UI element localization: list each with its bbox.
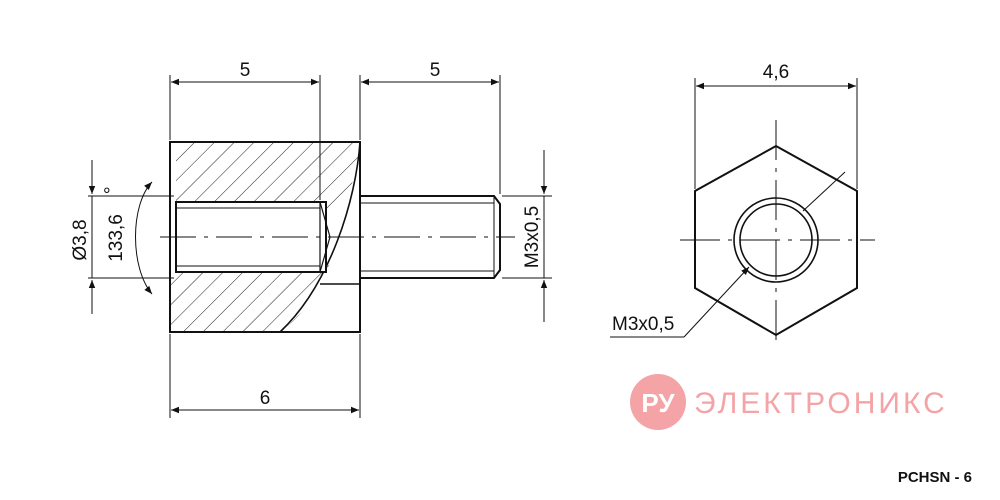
watermark-text: ЭЛЕКТРОНИКС (694, 387, 948, 420)
thread-leader-extension (802, 171, 846, 212)
watermark-monogram: РУ (641, 388, 675, 418)
dim-inner-diameter-label: Ø3,8 (70, 219, 91, 260)
section-hatching (170, 142, 360, 332)
dim-bottom-label: 6 (260, 388, 271, 409)
dim-angle-arc (135, 181, 153, 295)
dim-angle-label: 133,6 (106, 214, 127, 262)
watermark-logo: РУ ЭЛЕКТРОНИКС (630, 374, 948, 430)
dim-hex-width-label: 4,6 (763, 62, 789, 83)
side-view: 5 5 6 Ø3,8 133,6 ° M3x0,5 (70, 60, 552, 418)
dim-top-left-label: 5 (240, 60, 251, 81)
dim-hex-thread-label: M3x0,5 (612, 314, 674, 335)
dim-angle-unit: ° (103, 185, 111, 206)
thread-leader-line (683, 266, 750, 338)
section-arc (279, 141, 361, 333)
dim-thread-side-label: M3x0,5 (522, 206, 543, 268)
dim-top-right-label: 5 (430, 60, 441, 81)
part-code: PCHSN - 6 (897, 469, 972, 486)
end-view: 4,6 M3x0,5 (610, 62, 875, 345)
